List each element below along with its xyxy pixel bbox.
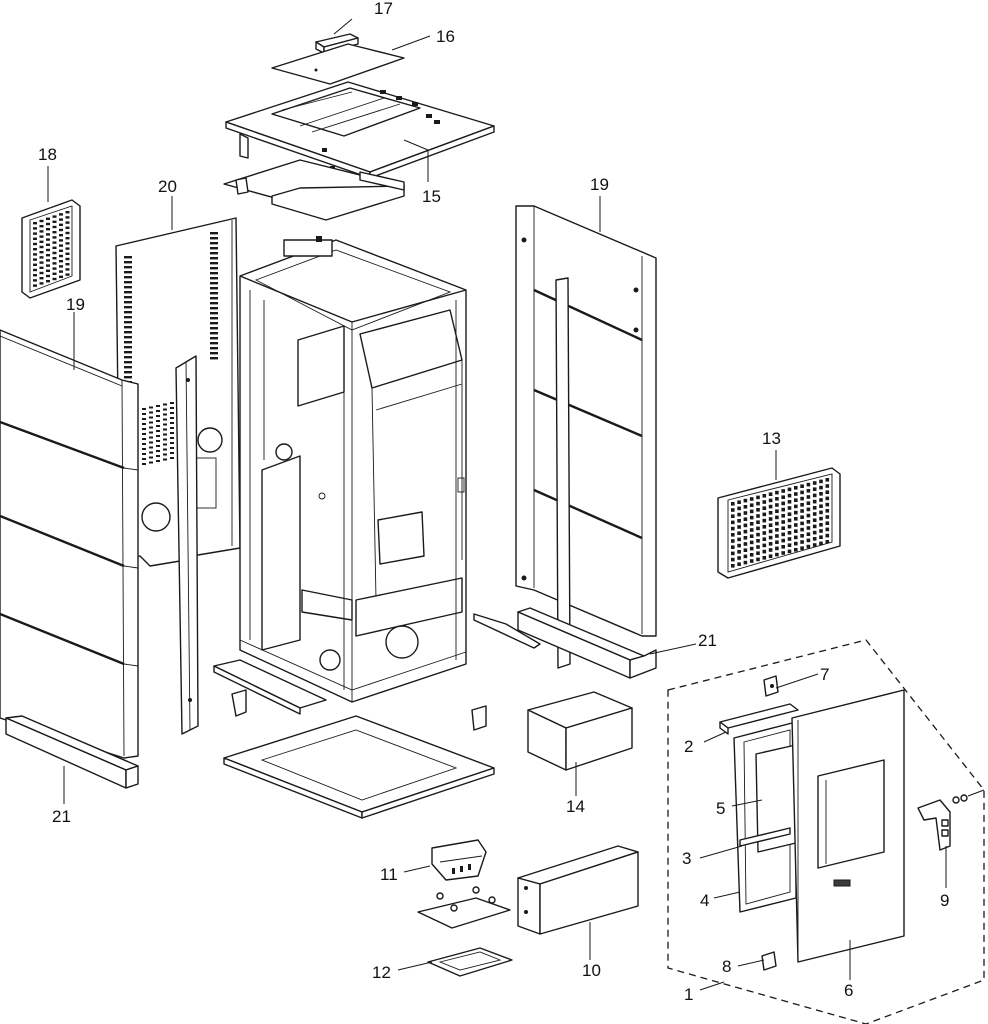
callout-19-right: 19 [590,175,609,194]
callout-8: 8 [722,957,731,976]
leader-lines [47,18,947,991]
callout-labels: 17 16 15 18 20 19 21 19 21 13 14 11 12 1… [38,0,949,1004]
callout-16: 16 [436,27,455,46]
callout-15: 15 [422,187,441,206]
callout-3: 3 [682,849,691,868]
part-14-box [527,691,633,771]
bottom-base-plate [223,715,495,819]
part-3-bottom-bracket [739,827,791,847]
callout-20: 20 [158,177,177,196]
callout-2: 2 [684,737,693,756]
callout-21-right: 21 [698,631,717,650]
part-2-top-bracket [719,703,799,735]
part-15-top-cover [223,81,495,221]
part-21-right-base-trim [517,607,657,679]
part-19-left-side-panel [0,329,139,759]
part-8-hinge-bottom [761,951,777,971]
callout-7: 7 [820,665,829,684]
callout-5: 5 [716,799,725,818]
callout-1: 1 [684,985,693,1004]
callout-21-left: 21 [52,807,71,826]
part-11-cover-plate [417,886,511,929]
part-18-vent-grill [21,199,81,299]
callout-13: 13 [762,429,781,448]
callout-14: 14 [566,797,585,816]
callout-12: 12 [372,963,391,982]
callout-6: 6 [844,981,853,1000]
part-13-vent-grill [717,467,841,579]
left-vertical-bracket [175,355,199,735]
door-assembly-boundary [667,639,985,1024]
part-9-door-handle [917,789,985,851]
part-11-feeder [431,839,487,881]
callout-11: 11 [380,865,398,884]
part-12-gasket [427,947,513,977]
main-frame-body [239,236,467,703]
callout-19-left: 19 [66,295,85,314]
part-6-door-panel [791,689,905,963]
part-21-left-base-trim [5,715,139,789]
part-19-right-side-panel [515,205,657,669]
callout-10: 10 [582,961,601,980]
callout-18: 18 [38,145,57,164]
part-10-panel [517,845,639,935]
part-16-plate [271,43,405,85]
callout-4: 4 [700,891,709,910]
callout-9: 9 [940,891,949,910]
part-7-hinge-top [763,675,779,697]
callout-17: 17 [374,0,393,18]
